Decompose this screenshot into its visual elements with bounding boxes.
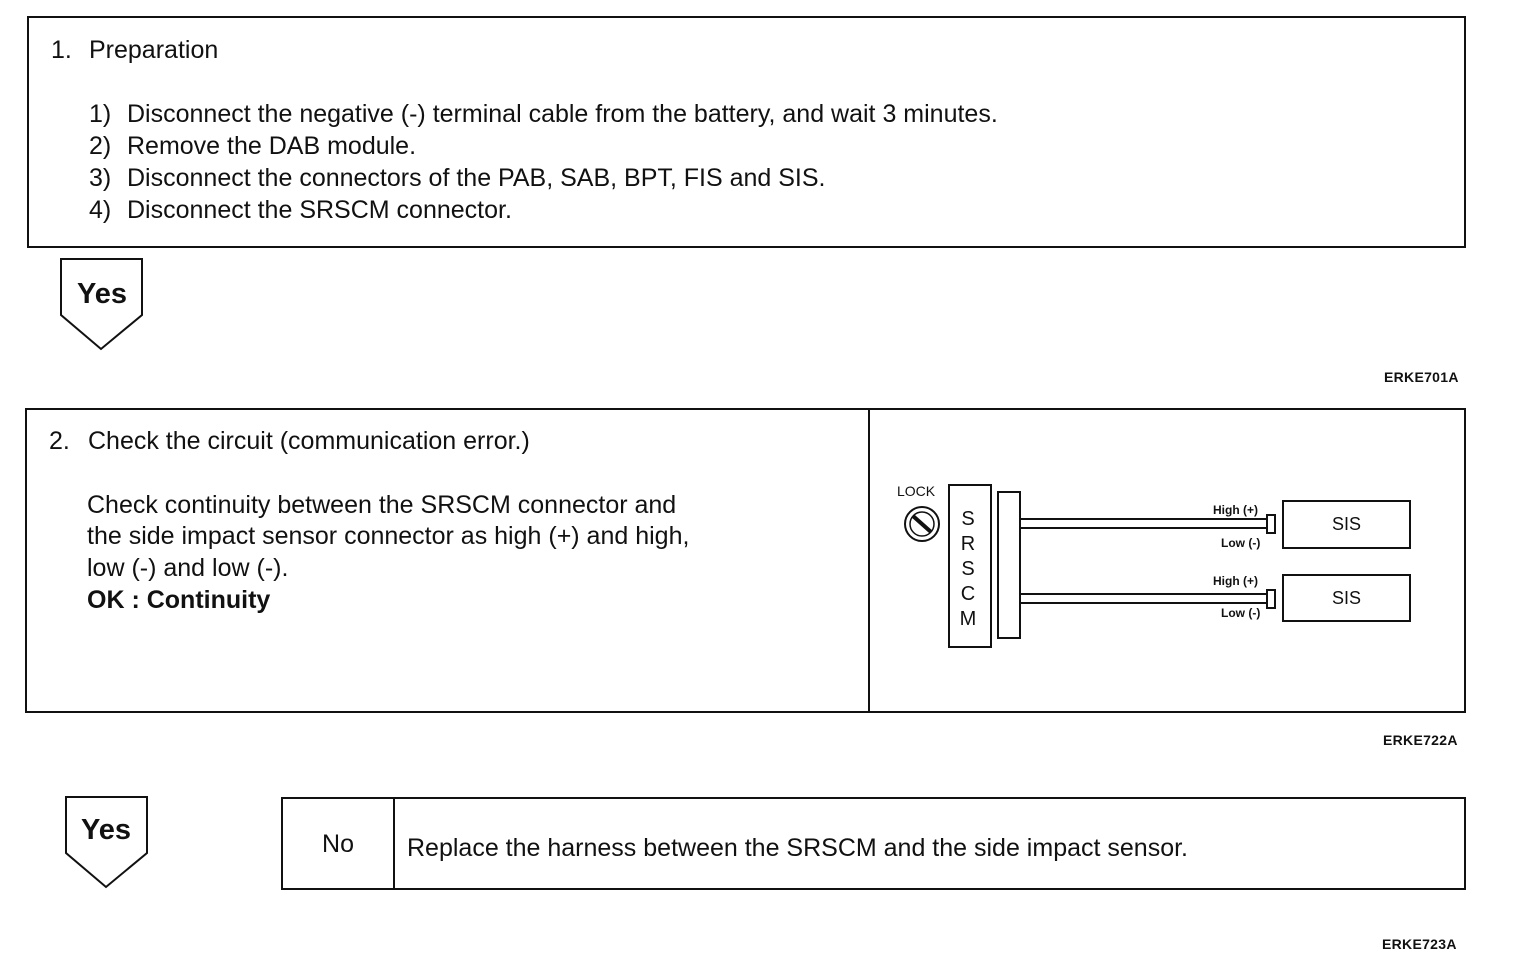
step1-heading: Preparation: [89, 36, 219, 64]
result-action: Replace the harness between the SRSCM an…: [407, 834, 1188, 862]
ok-criteria: OK : Continuity: [87, 586, 271, 614]
step2-heading: Check the circuit (communication error.): [88, 427, 530, 455]
step1-item-text: Disconnect the SRSCM connector.: [127, 196, 512, 224]
figure-code: ERKE701A: [1384, 369, 1459, 385]
yes-label: Yes: [77, 278, 127, 310]
figure-code: ERKE722A: [1383, 732, 1458, 748]
yes-arrow-icon: [60, 258, 143, 351]
result-divider: [393, 799, 395, 888]
step2-body-line: low (-) and low (-).: [87, 554, 289, 582]
step2-box: 2. Check the circuit (communication erro…: [25, 408, 1466, 713]
step1-item-text: Disconnect the connectors of the PAB, SA…: [127, 164, 826, 192]
step1-item-num: 4): [89, 196, 112, 224]
step1-item-num: 2): [89, 132, 112, 160]
yes-label: Yes: [81, 814, 131, 846]
step1-item-num: 3): [89, 164, 112, 192]
step2-number: 2.: [49, 427, 70, 455]
step1-box: 1. Preparation 1) Disconnect the negativ…: [27, 16, 1466, 248]
figure-code: ERKE723A: [1382, 936, 1457, 952]
step2-divider: [868, 410, 870, 711]
step2-body-line: Check continuity between the SRSCM conne…: [87, 491, 677, 519]
step1-number: 1.: [51, 36, 72, 64]
step1-item-text: Disconnect the negative (-) terminal cab…: [127, 100, 998, 128]
result-box: No Replace the harness between the SRSCM…: [281, 797, 1466, 890]
step1-item-text: Remove the DAB module.: [127, 132, 417, 160]
no-label: No: [322, 830, 354, 858]
step1-item-num: 1): [89, 100, 112, 128]
yes-arrow-icon: [65, 796, 148, 889]
step2-body-line: the side impact sensor connector as high…: [87, 522, 690, 550]
